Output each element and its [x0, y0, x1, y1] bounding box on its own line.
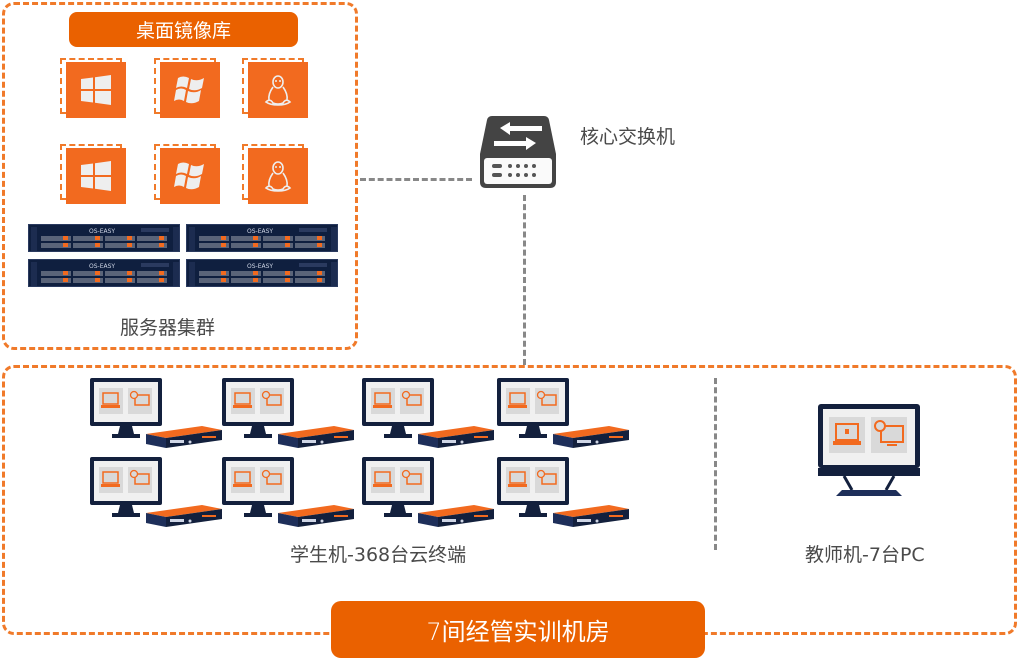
switch-icon: [478, 110, 558, 190]
classroom-divider: [714, 378, 717, 550]
server-brand: OS-EASY: [247, 228, 273, 235]
server-rack-icon: OS-EASY: [186, 259, 338, 287]
server-rack-icon: OS-EASY: [28, 259, 180, 287]
server-rack-icon: OS-EASY: [186, 224, 338, 252]
image-library-header: 桌面镜像库: [69, 12, 298, 47]
student-terminal-icon: [90, 378, 230, 450]
server-brand: OS-EASY: [89, 263, 115, 270]
os-image-tile: [154, 58, 226, 124]
windows-7-icon: [160, 62, 220, 118]
windows-10-icon: [66, 148, 126, 204]
teacher-label: 教师机-7台PC: [805, 544, 925, 566]
student-terminal-icon: [497, 378, 637, 450]
server-brand: OS-EASY: [247, 263, 273, 270]
os-image-tile: [60, 144, 132, 210]
server-rack-icon: OS-EASY: [28, 224, 180, 252]
os-image-tile: [60, 58, 132, 124]
windows-10-icon: [66, 62, 126, 118]
linux-icon: [248, 148, 308, 204]
server-brand: OS-EASY: [89, 228, 115, 235]
linux-icon: [248, 62, 308, 118]
os-image-tile: [154, 144, 226, 210]
classroom-title-badge: 7间经管实训机房: [331, 601, 705, 658]
server-cluster-label: 服务器集群: [120, 317, 216, 339]
student-terminal-icon: [90, 457, 230, 529]
student-terminal-icon: [362, 378, 502, 450]
student-terminal-icon: [497, 457, 637, 529]
os-image-tile: [242, 58, 314, 124]
os-image-tile: [242, 144, 314, 210]
student-terminal-icon: [222, 378, 362, 450]
teacher-pc-icon: [818, 402, 922, 498]
connector-cluster-switch: [360, 178, 472, 181]
student-terminal-icon: [222, 457, 362, 529]
students-label: 学生机-368台云终端: [290, 544, 467, 566]
server-cluster-box: [2, 2, 358, 350]
windows-7-icon: [160, 148, 220, 204]
student-terminal-icon: [362, 457, 502, 529]
connector-switch-classroom: [523, 195, 526, 365]
switch-label: 核心交换机: [580, 126, 676, 148]
